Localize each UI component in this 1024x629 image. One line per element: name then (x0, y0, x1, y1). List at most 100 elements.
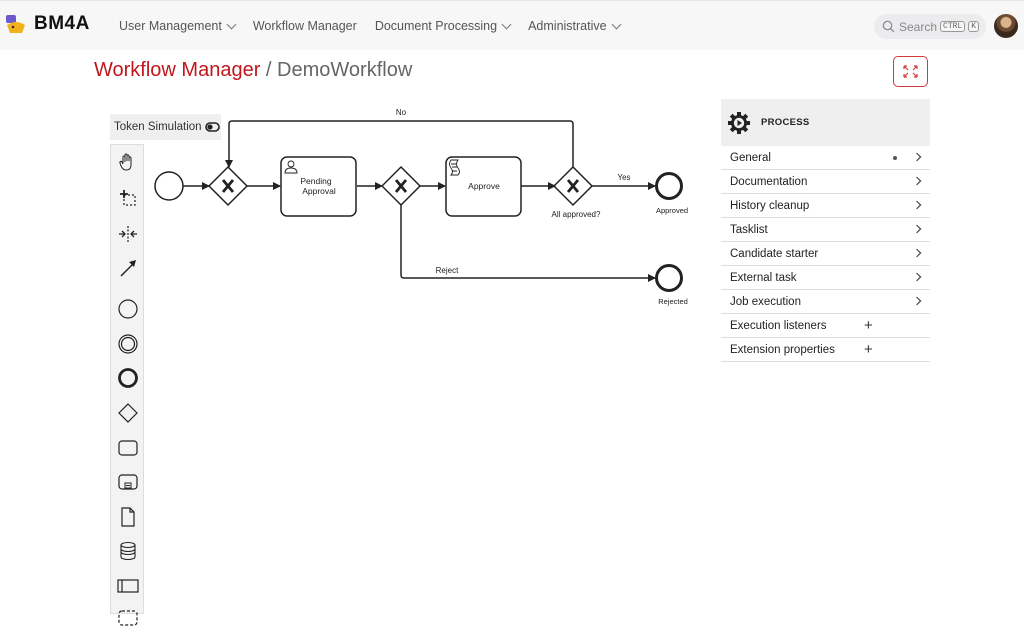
chevron-down-icon (611, 19, 622, 29)
toggle-icon (204, 122, 220, 132)
top-navbar: BM4A User Management Workflow Manager Do… (0, 0, 1024, 50)
start-event[interactable] (154, 171, 184, 201)
shortcut-ctrl: CTRL (940, 21, 966, 32)
breadcrumb-current: DemoWorkflow (277, 59, 413, 81)
user-task-icon (284, 160, 298, 174)
group-external-task[interactable]: External task (721, 266, 930, 290)
chevron-right-icon (912, 296, 922, 306)
bm4a-logo-icon (6, 15, 25, 33)
token-simulation-label: Token Simulation (114, 121, 202, 133)
has-data-indicator (893, 156, 897, 160)
exclusive-gateway-1[interactable] (207, 165, 249, 207)
page-title: Workflow Manager / DemoWorkflow (94, 59, 412, 82)
gateway-label-all-approved: All approved? (552, 210, 601, 219)
flow-label-no: No (396, 108, 407, 117)
add-icon[interactable]: + (864, 317, 873, 334)
group-extension-properties[interactable]: Extension properties + (721, 338, 930, 362)
group-tasklist[interactable]: Tasklist (721, 218, 930, 242)
chevron-right-icon (912, 152, 922, 162)
end-event-icon[interactable] (117, 367, 139, 389)
tool-palette (110, 144, 144, 626)
task-pending-label-line2: Approval (302, 186, 336, 196)
nav-label: Document Processing (374, 19, 498, 33)
nav-label: User Management (119, 19, 222, 33)
data-object-icon[interactable] (117, 506, 139, 528)
flow-label-reject: Reject (436, 266, 459, 275)
gateway-x-icon (394, 179, 408, 193)
user-avatar[interactable] (994, 14, 1018, 38)
end-event-approved[interactable] (655, 172, 683, 200)
nav-user-management[interactable]: User Management (119, 19, 237, 33)
group-label: Job execution (730, 295, 801, 308)
properties-title: PROCESS (761, 117, 810, 128)
chevron-right-icon (912, 224, 922, 234)
properties-header: PROCESS (721, 99, 930, 146)
hand-tool-icon[interactable] (117, 151, 139, 173)
app-name: BM4A (34, 13, 90, 34)
chevron-down-icon (226, 19, 237, 29)
connect-tool-icon[interactable] (117, 257, 139, 279)
data-store-icon[interactable] (117, 540, 139, 562)
chevron-down-icon (501, 19, 512, 29)
group-label: Extension properties (730, 343, 835, 356)
flow-reject[interactable] (400, 205, 656, 282)
flow-no-loop[interactable] (225, 120, 574, 168)
group-label: Tasklist (730, 223, 768, 236)
nav-administrative[interactable]: Administrative (528, 19, 622, 33)
task-approve[interactable] (445, 156, 522, 217)
space-tool-icon[interactable] (117, 223, 139, 245)
chevron-right-icon (912, 176, 922, 186)
chevron-right-icon (912, 272, 922, 282)
end-event-rejected-label: Rejected (658, 297, 688, 306)
group-execution-listeners[interactable]: Execution listeners + (721, 314, 930, 338)
add-icon[interactable]: + (864, 341, 873, 358)
main-nav: User Management Workflow Manager Documen… (119, 19, 638, 33)
app-logo[interactable]: BM4A (4, 13, 90, 35)
group-job-execution[interactable]: Job execution (721, 290, 930, 314)
group-icon[interactable] (117, 607, 139, 629)
group-label: History cleanup (730, 199, 810, 212)
gateway-icon[interactable] (117, 402, 139, 424)
end-event-rejected[interactable] (655, 264, 683, 292)
fullscreen-button[interactable] (893, 56, 928, 87)
nav-label: Workflow Manager (252, 19, 357, 33)
chevron-right-icon (912, 200, 922, 210)
token-simulation-toggle[interactable]: Token Simulation (110, 114, 221, 140)
task-approve-label: Approve (468, 181, 500, 191)
properties-panel: PROCESS General Documentation History cl… (721, 99, 930, 362)
expand-icon (903, 65, 918, 78)
breadcrumb-separator: / (265, 59, 272, 81)
process-gear-icon (728, 111, 750, 134)
intermediate-event-icon[interactable] (117, 333, 139, 355)
search-button[interactable]: Search CTRL K (874, 14, 986, 39)
chevron-right-icon (912, 248, 922, 258)
group-label: General (730, 151, 771, 164)
nav-workflow-manager[interactable]: Workflow Manager (253, 19, 357, 33)
script-task-icon (449, 159, 460, 176)
start-event-icon[interactable] (117, 298, 139, 320)
exclusive-gateway-3[interactable] (552, 165, 594, 207)
exclusive-gateway-2[interactable] (380, 165, 422, 207)
task-pending-approval[interactable] (280, 156, 357, 217)
nav-label: Administrative (528, 19, 607, 33)
search-placeholder: Search (899, 19, 938, 34)
group-documentation[interactable]: Documentation (721, 170, 930, 194)
group-label: External task (730, 271, 797, 284)
breadcrumb-workflow-manager[interactable]: Workflow Manager (94, 59, 261, 81)
search-icon (882, 20, 895, 33)
group-label: Candidate starter (730, 247, 819, 260)
end-event-approved-label: Approved (656, 206, 688, 215)
group-label: Documentation (730, 175, 808, 188)
nav-document-processing[interactable]: Document Processing (374, 19, 512, 33)
group-history-cleanup[interactable]: History cleanup (721, 194, 930, 218)
group-label: Execution listeners (730, 319, 827, 332)
task-pending-label-line1: Pending (300, 176, 331, 186)
bpmn-canvas[interactable]: Pending Approval Approve No Yes Reject A… (148, 100, 708, 320)
pool-icon[interactable] (117, 575, 139, 597)
gateway-x-icon (566, 179, 580, 193)
group-candidate-starter[interactable]: Candidate starter (721, 242, 930, 266)
group-general[interactable]: General (721, 146, 930, 170)
task-icon[interactable] (117, 437, 139, 459)
subprocess-icon[interactable] (117, 471, 139, 493)
lasso-tool-icon[interactable] (117, 187, 139, 209)
